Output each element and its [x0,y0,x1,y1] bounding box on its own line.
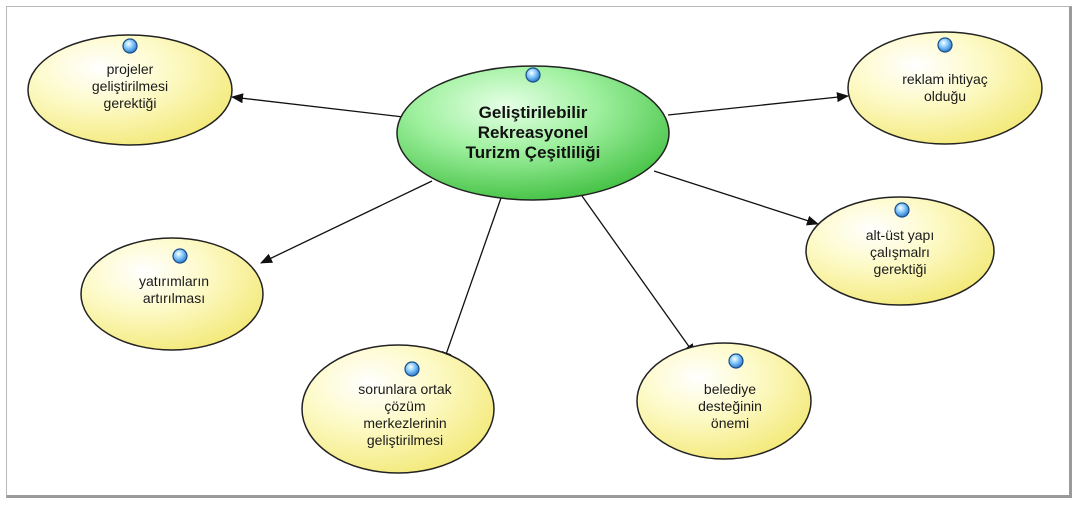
blue-dot-icon [122,38,138,54]
blue-dot-icon [404,361,420,377]
blue-dot-icon [525,67,541,83]
node-belediye[interactable] [636,342,812,460]
arrow-to-yatirimlar [260,180,433,264]
node-yatirimlar[interactable] [80,237,264,351]
arrow-to-belediye [581,195,696,356]
arrow-to-sorunlar [441,197,502,364]
node-reklam[interactable] [847,31,1043,145]
central-node[interactable] [396,65,670,201]
node-projeler[interactable] [27,34,233,146]
arrow-to-projeler [231,93,413,119]
blue-dot-icon [172,248,188,264]
node-altust[interactable] [805,196,995,306]
blue-dot-icon [937,37,953,53]
node-sorunlar[interactable] [301,344,495,474]
blue-dot-icon [894,202,910,218]
blue-dot-icon [728,353,744,369]
arrow-to-altust [653,170,819,226]
connectors [231,92,849,364]
arrow-to-reklam [667,92,849,116]
